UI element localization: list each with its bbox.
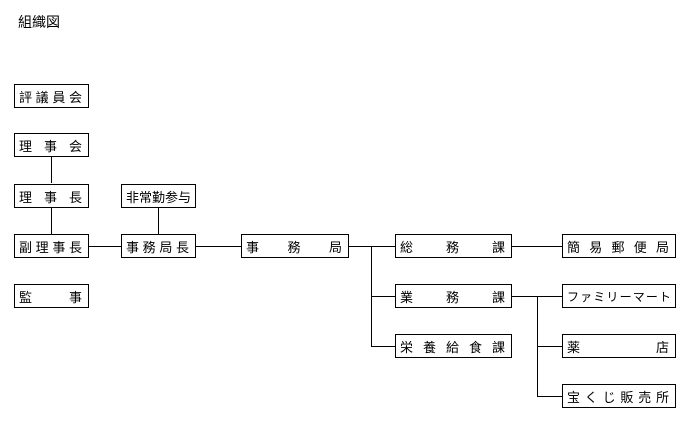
node-nutrition: 栄養給食課 (395, 334, 512, 358)
connector-general-post (512, 246, 562, 247)
node-vice-chairman: 副理事長 (14, 234, 89, 258)
connector-secgeneral-secretariat (196, 246, 241, 247)
connector-board-chairman (51, 157, 52, 183)
connector-secretariat-branch (349, 246, 371, 247)
connector-to-lottery (537, 396, 562, 397)
node-secretariat: 事務局 (241, 234, 349, 258)
node-pharmacy: 薬店 (562, 334, 676, 358)
page-title: 組織図 (18, 15, 60, 31)
node-auditor: 監事 (14, 284, 89, 308)
node-post-office: 簡易郵便局 (562, 234, 676, 258)
connector-to-nutrition (371, 346, 395, 347)
node-council: 評議員会 (14, 84, 89, 108)
connector-vice-secgeneral (89, 246, 121, 247)
connector-to-general-affairs (371, 246, 395, 247)
node-board: 理事会 (14, 133, 89, 157)
node-secretary-general: 事務局長 (121, 234, 196, 258)
node-general-affairs: 総務課 (395, 234, 512, 258)
connector-business-branch (512, 296, 537, 297)
connector-to-business (371, 296, 395, 297)
node-family-mart: ファミリーマート (562, 284, 676, 308)
node-chairman: 理事長 (14, 184, 89, 208)
connector-chairman-vice (51, 208, 52, 234)
node-part-time-advisor: 非常勤参与 (121, 184, 196, 208)
connector-to-pharmacy (537, 346, 562, 347)
node-business: 業務課 (395, 284, 512, 308)
connector-to-familymart (537, 296, 562, 297)
node-lottery-booth: 宝くじ販売所 (562, 384, 676, 408)
connector-parttime-secgeneral (158, 208, 159, 234)
